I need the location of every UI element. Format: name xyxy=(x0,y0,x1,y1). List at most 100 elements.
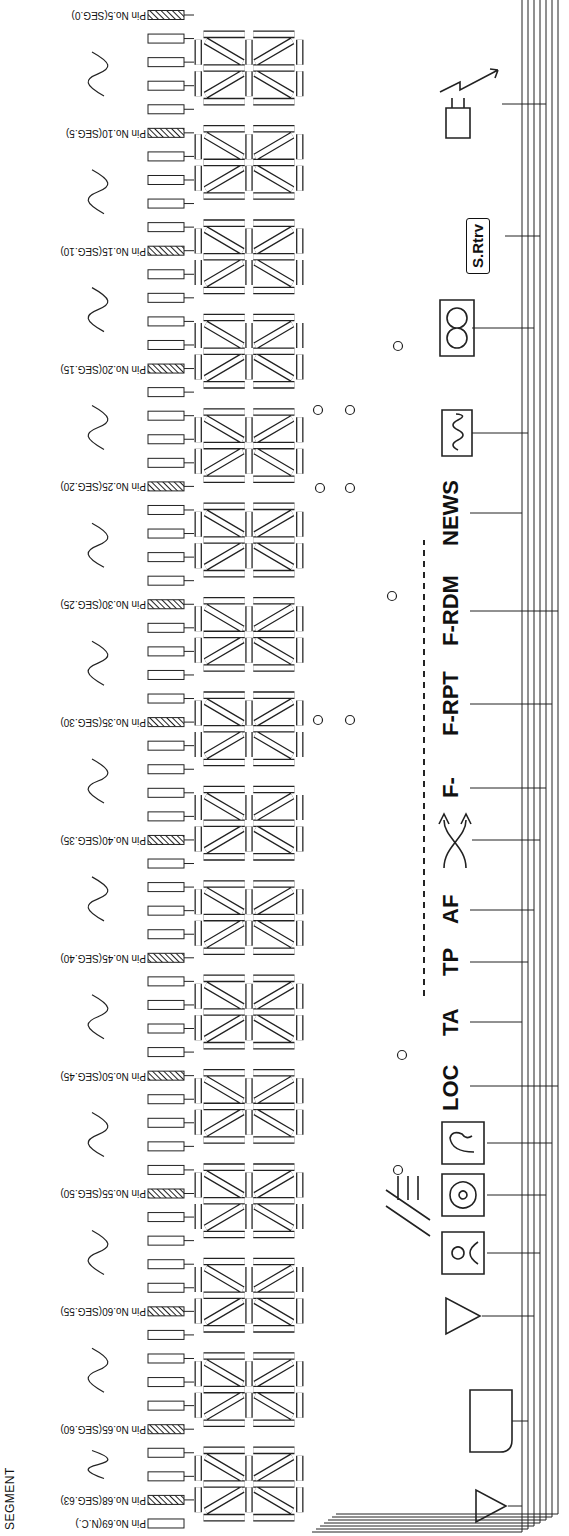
pin-pad xyxy=(148,364,184,373)
segment-fill xyxy=(198,790,300,857)
pin-pad xyxy=(148,482,184,491)
pin-pad xyxy=(148,199,184,208)
pad-wire xyxy=(184,1122,194,1123)
dot-segment xyxy=(394,342,403,351)
diagram-title: SEGMENT xyxy=(3,1467,17,1530)
segment-outline xyxy=(198,884,300,951)
pin-pad xyxy=(148,1307,184,1316)
break-mark xyxy=(88,759,108,803)
pad-wire xyxy=(184,15,194,16)
pad-wire xyxy=(184,580,194,581)
pad-wire xyxy=(184,1499,194,1500)
dot-segment xyxy=(314,406,323,415)
pad-wire xyxy=(184,462,194,463)
pad-wire xyxy=(184,887,194,888)
pad-wire xyxy=(184,792,194,793)
pin-label: Pin No.60(SEG.55) xyxy=(60,1305,146,1317)
pad-wire xyxy=(184,745,194,746)
pin-label: Pin No.30(SEG.25) xyxy=(60,598,146,610)
pin-pad xyxy=(148,505,184,514)
pin-pad xyxy=(148,11,184,20)
break-mark xyxy=(88,995,108,1039)
drop-wires xyxy=(470,104,558,1506)
pad-wire xyxy=(184,1240,194,1241)
pin-pad xyxy=(148,105,184,114)
pad-wire xyxy=(184,674,194,675)
level-bar xyxy=(423,540,425,996)
pin-pad xyxy=(148,1401,184,1410)
pad-wire xyxy=(184,1052,194,1053)
pad-wires xyxy=(184,15,194,1500)
indicator-label: F- xyxy=(438,777,464,798)
drop-wire xyxy=(505,236,540,237)
pad-wire xyxy=(184,1358,194,1359)
pad-wire xyxy=(184,1169,194,1170)
segment-digit xyxy=(198,1073,300,1140)
pad-wire xyxy=(184,344,194,345)
segment-digit xyxy=(198,1262,300,1329)
segment-digit xyxy=(198,884,300,951)
segment-outline xyxy=(198,601,300,668)
pin-pad xyxy=(148,1189,184,1198)
pin-pad xyxy=(148,694,184,703)
segment-fill xyxy=(198,978,300,1045)
pin-pad xyxy=(148,128,184,137)
pad-wire xyxy=(184,627,194,628)
pin-pad xyxy=(148,1165,184,1174)
drop-wire xyxy=(487,1195,546,1196)
segment-outline xyxy=(198,1073,300,1140)
indicator-label: AF xyxy=(438,895,464,924)
drop-wire xyxy=(470,1022,522,1023)
segment-fill xyxy=(198,601,300,668)
pin-pad xyxy=(148,1425,184,1434)
pad-wire xyxy=(184,1382,194,1383)
segment-fill xyxy=(198,318,300,385)
pin-label: Pin No.65(SEG.60) xyxy=(60,1423,146,1435)
pin-pad xyxy=(148,458,184,467)
pad-wire xyxy=(184,957,194,958)
break-marks xyxy=(88,52,108,1479)
indicator-label: TP xyxy=(438,948,464,976)
segment-digit xyxy=(198,1450,300,1517)
pad-wire xyxy=(184,321,194,322)
horn-box-icon xyxy=(442,1122,484,1164)
person-box-icon xyxy=(442,1232,484,1274)
pin-pad xyxy=(148,1048,184,1057)
pad-wire xyxy=(184,1004,194,1005)
break-mark xyxy=(88,1348,108,1392)
pad-wire xyxy=(184,38,194,39)
bus-wire xyxy=(324,0,540,1523)
indicator-label: F-RDM xyxy=(438,575,464,646)
pad-wire xyxy=(184,1476,194,1477)
tape-box-icon xyxy=(470,1390,512,1452)
drop-wire xyxy=(472,840,540,841)
pin-pad xyxy=(148,1142,184,1151)
pin-pad xyxy=(148,553,184,562)
pin-pad xyxy=(148,647,184,656)
break-mark xyxy=(88,288,108,332)
pin-pad xyxy=(148,293,184,302)
pad-wire xyxy=(184,439,194,440)
pin-pad xyxy=(148,1071,184,1080)
pin-pad xyxy=(148,930,184,939)
pad-wire xyxy=(184,981,194,982)
dot-segment xyxy=(398,1051,407,1060)
drop-wire xyxy=(482,1316,534,1317)
down-arrow-icon xyxy=(476,1490,506,1522)
pad-wire xyxy=(184,85,194,86)
break-mark xyxy=(88,52,108,96)
segment-outline xyxy=(198,790,300,857)
pin-label: Pin No.40(SEG.35) xyxy=(60,834,146,846)
pad-wire xyxy=(184,486,194,487)
pad-wire xyxy=(184,109,194,110)
pad-wire xyxy=(184,722,194,723)
drop-wire xyxy=(502,104,546,105)
segment-fill xyxy=(198,1262,300,1329)
pad-wire xyxy=(184,533,194,534)
pin-pad xyxy=(148,1519,184,1528)
pin-pad xyxy=(148,576,184,585)
pad-wire xyxy=(184,509,194,510)
drop-wire xyxy=(470,1086,558,1087)
pin-pad xyxy=(148,34,184,43)
